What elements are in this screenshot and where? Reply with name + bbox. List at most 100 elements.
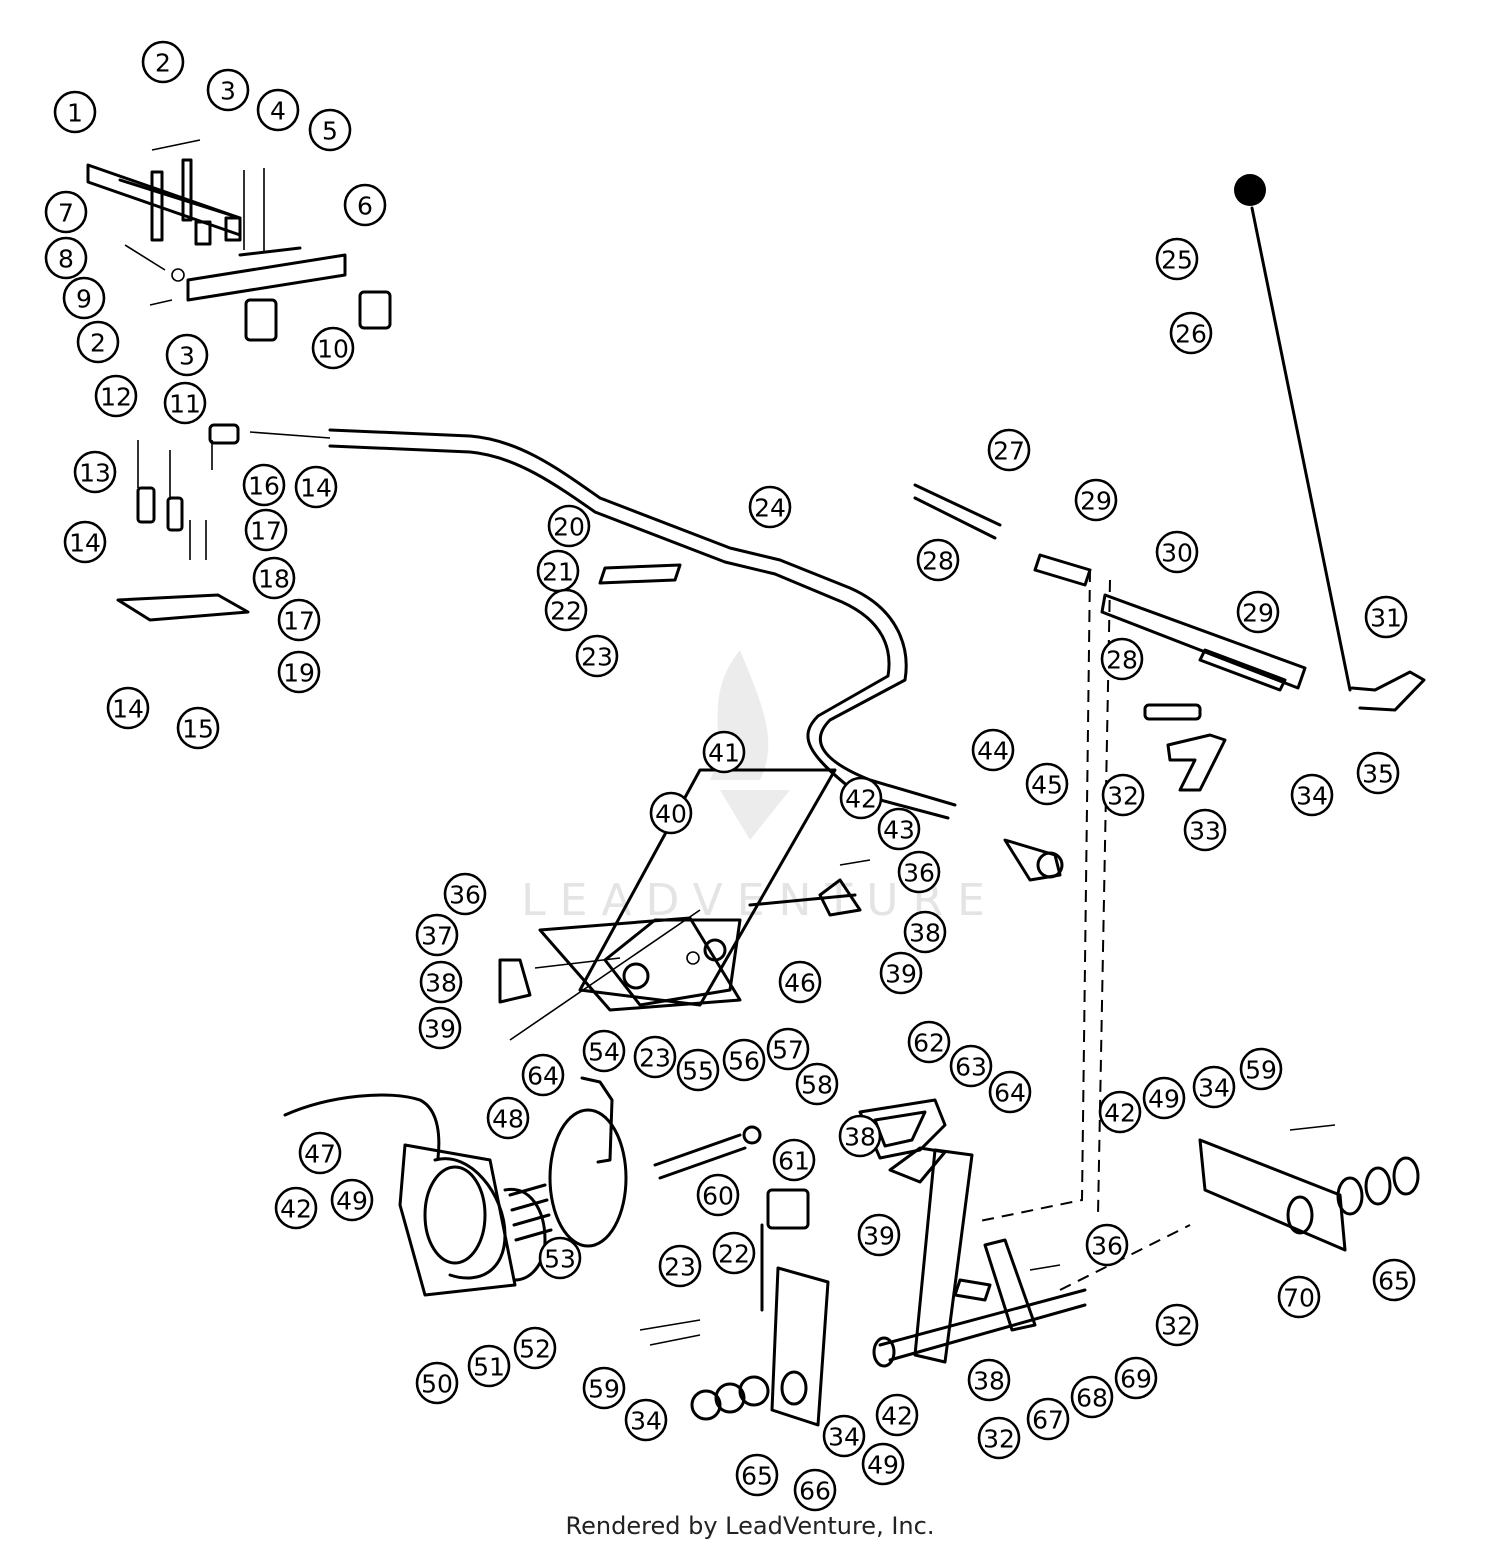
callout-circle [582,1366,626,1410]
callout-1: 1 [53,90,97,134]
callout-circle [298,1131,342,1175]
callout-number: 38 [973,1367,1005,1396]
callout-number: 38 [425,969,457,998]
callout-circle [702,730,746,774]
callout-27: 27 [987,428,1031,472]
callout-circle [1169,311,1213,355]
callout-number: 60 [702,1182,734,1211]
callout-55: 55 [676,1048,720,1092]
callout-number: 32 [983,1425,1015,1454]
callout-13: 13 [73,450,117,494]
callout-circle [106,686,150,730]
callout-number: 48 [492,1105,524,1134]
callout-number: 27 [993,437,1025,466]
callout-36: 36 [897,850,941,894]
callout-64: 64 [521,1053,565,1097]
callout-21: 21 [536,549,580,593]
callout-number: 44 [977,737,1009,766]
callout-31: 31 [1364,595,1408,639]
callout-circle [903,910,947,954]
callout-circle [658,1244,702,1288]
callout-29: 29 [1074,478,1118,522]
callout-number: 11 [169,390,201,419]
callout-41: 41 [702,730,746,774]
callout-35: 35 [1356,751,1400,795]
callout-number: 32 [1107,782,1139,811]
callout-circle [967,1358,1011,1402]
callout-circle [294,465,338,509]
callout-number: 41 [708,739,740,768]
callout-number: 17 [283,607,315,636]
callout-39: 39 [879,951,923,995]
callout-number: 39 [863,1222,895,1251]
callout-38: 38 [903,910,947,954]
callout-69: 69 [1114,1356,1158,1400]
callout-number: 7 [58,199,74,228]
callout-number: 36 [449,881,481,910]
callout-circle [875,1393,919,1437]
callout-28: 28 [1100,637,1144,681]
callout-circle [1142,1076,1186,1120]
callout-49: 49 [1142,1076,1186,1120]
callout-circle [987,428,1031,472]
callout-circle [415,913,459,957]
callout-43: 43 [877,807,921,851]
callout-number: 21 [542,558,574,587]
callout-circle [676,1048,720,1092]
callout-number: 28 [922,547,954,576]
callout-59: 59 [1239,1047,1283,1091]
callout-number: 34 [630,1407,662,1436]
callout-number: 10 [317,335,349,364]
callout-number: 22 [718,1240,750,1269]
callout-32: 32 [1101,773,1145,817]
callout-36: 36 [443,872,487,916]
callout-circle [1364,595,1408,639]
callout-circle [949,1044,993,1088]
callout-number: 35 [1362,760,1394,789]
callout-circle [988,1070,1032,1114]
callout-circle [735,1453,779,1497]
callout-32: 32 [977,1416,1021,1460]
callout-number: 20 [553,513,585,542]
callout-circle [277,650,321,694]
callout-circle [1277,1275,1321,1319]
callout-circle [244,508,288,552]
callout-number: 47 [304,1140,336,1169]
callout-34: 34 [1290,773,1334,817]
callout-number: 61 [778,1147,810,1176]
callout-34: 34 [822,1414,866,1458]
callout-circle [63,520,107,564]
callout-circle [1290,773,1334,817]
callout-number: 42 [1104,1099,1136,1128]
callout-36: 36 [1085,1223,1129,1267]
callout-circle [242,463,286,507]
callout-number: 16 [248,472,280,501]
callout-circle [795,1062,839,1106]
callout-circle [538,1236,582,1280]
callout-number: 42 [280,1195,312,1224]
callout-number: 36 [1091,1232,1123,1261]
callout-circle [1155,1303,1199,1347]
callout-number: 49 [336,1187,368,1216]
callout-number: 13 [79,459,111,488]
callout-circle [544,588,588,632]
callout-34: 34 [624,1398,668,1442]
callout-number: 5 [322,117,338,146]
callout-number: 39 [885,960,917,989]
callout-42: 42 [875,1393,919,1437]
callout-30: 30 [1155,530,1199,574]
callout-circle [1100,637,1144,681]
callout-23: 23 [658,1244,702,1288]
callout-24: 24 [748,485,792,529]
callout-17: 17 [277,598,321,642]
callout-circle [176,706,220,750]
callout-number: 17 [250,517,282,546]
callout-number: 59 [588,1375,620,1404]
callout-number: 51 [473,1353,505,1382]
callout-circle [256,88,300,132]
callout-66: 66 [793,1468,837,1512]
callout-circle [415,1361,459,1405]
callout-circle [897,850,941,894]
callout-number: 62 [913,1029,945,1058]
callout-number: 42 [845,785,877,814]
